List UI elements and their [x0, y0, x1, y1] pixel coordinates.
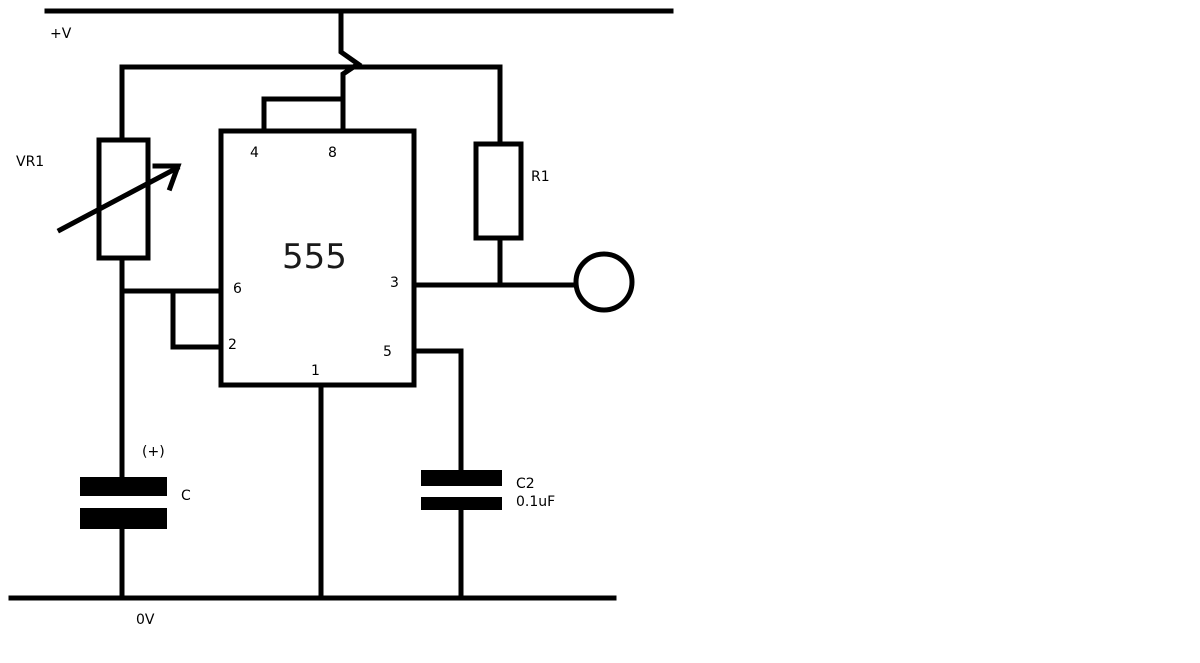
- pin5-wire: [412, 348, 464, 473]
- vr1-label: VR1: [16, 154, 44, 170]
- supply-positive-label: +V: [50, 26, 72, 42]
- timing-cap-plate-bottom: [80, 508, 167, 529]
- pin-5-label: 5: [383, 344, 392, 360]
- ground-label: 0V: [136, 612, 155, 628]
- pin-4-label: 4: [250, 145, 259, 161]
- pin-1-label: 1: [311, 363, 320, 379]
- timing-cap-polarity-label: (+): [142, 444, 165, 460]
- vr1-adjust-arrow-head: [152, 163, 182, 192]
- pin-2-label: 2: [228, 337, 237, 353]
- c2-label: C2: [516, 476, 535, 492]
- pin-3-label: 3: [390, 275, 399, 291]
- vr1-adjust-arrow-shaft: [56, 164, 181, 234]
- r1-body: [473, 141, 524, 241]
- c2-plate-top: [421, 470, 502, 486]
- ic-555-body: [218, 128, 417, 388]
- pin-8-label: 8: [328, 145, 337, 161]
- pin-6-label: 6: [233, 281, 242, 297]
- ic-name-label: 555: [282, 237, 347, 277]
- pin2-link-wire: [170, 288, 224, 350]
- timing-cap-plate-top: [80, 477, 167, 496]
- timing-cap-label: C: [181, 488, 191, 504]
- output-terminal: [573, 251, 635, 313]
- c2-plate-bottom: [421, 497, 502, 510]
- pin4-reset-link: [261, 96, 346, 133]
- c2-value-label: 0.1uF: [516, 494, 555, 510]
- supply-feed-wire: [338, 8, 363, 133]
- r1-label: R1: [531, 169, 550, 185]
